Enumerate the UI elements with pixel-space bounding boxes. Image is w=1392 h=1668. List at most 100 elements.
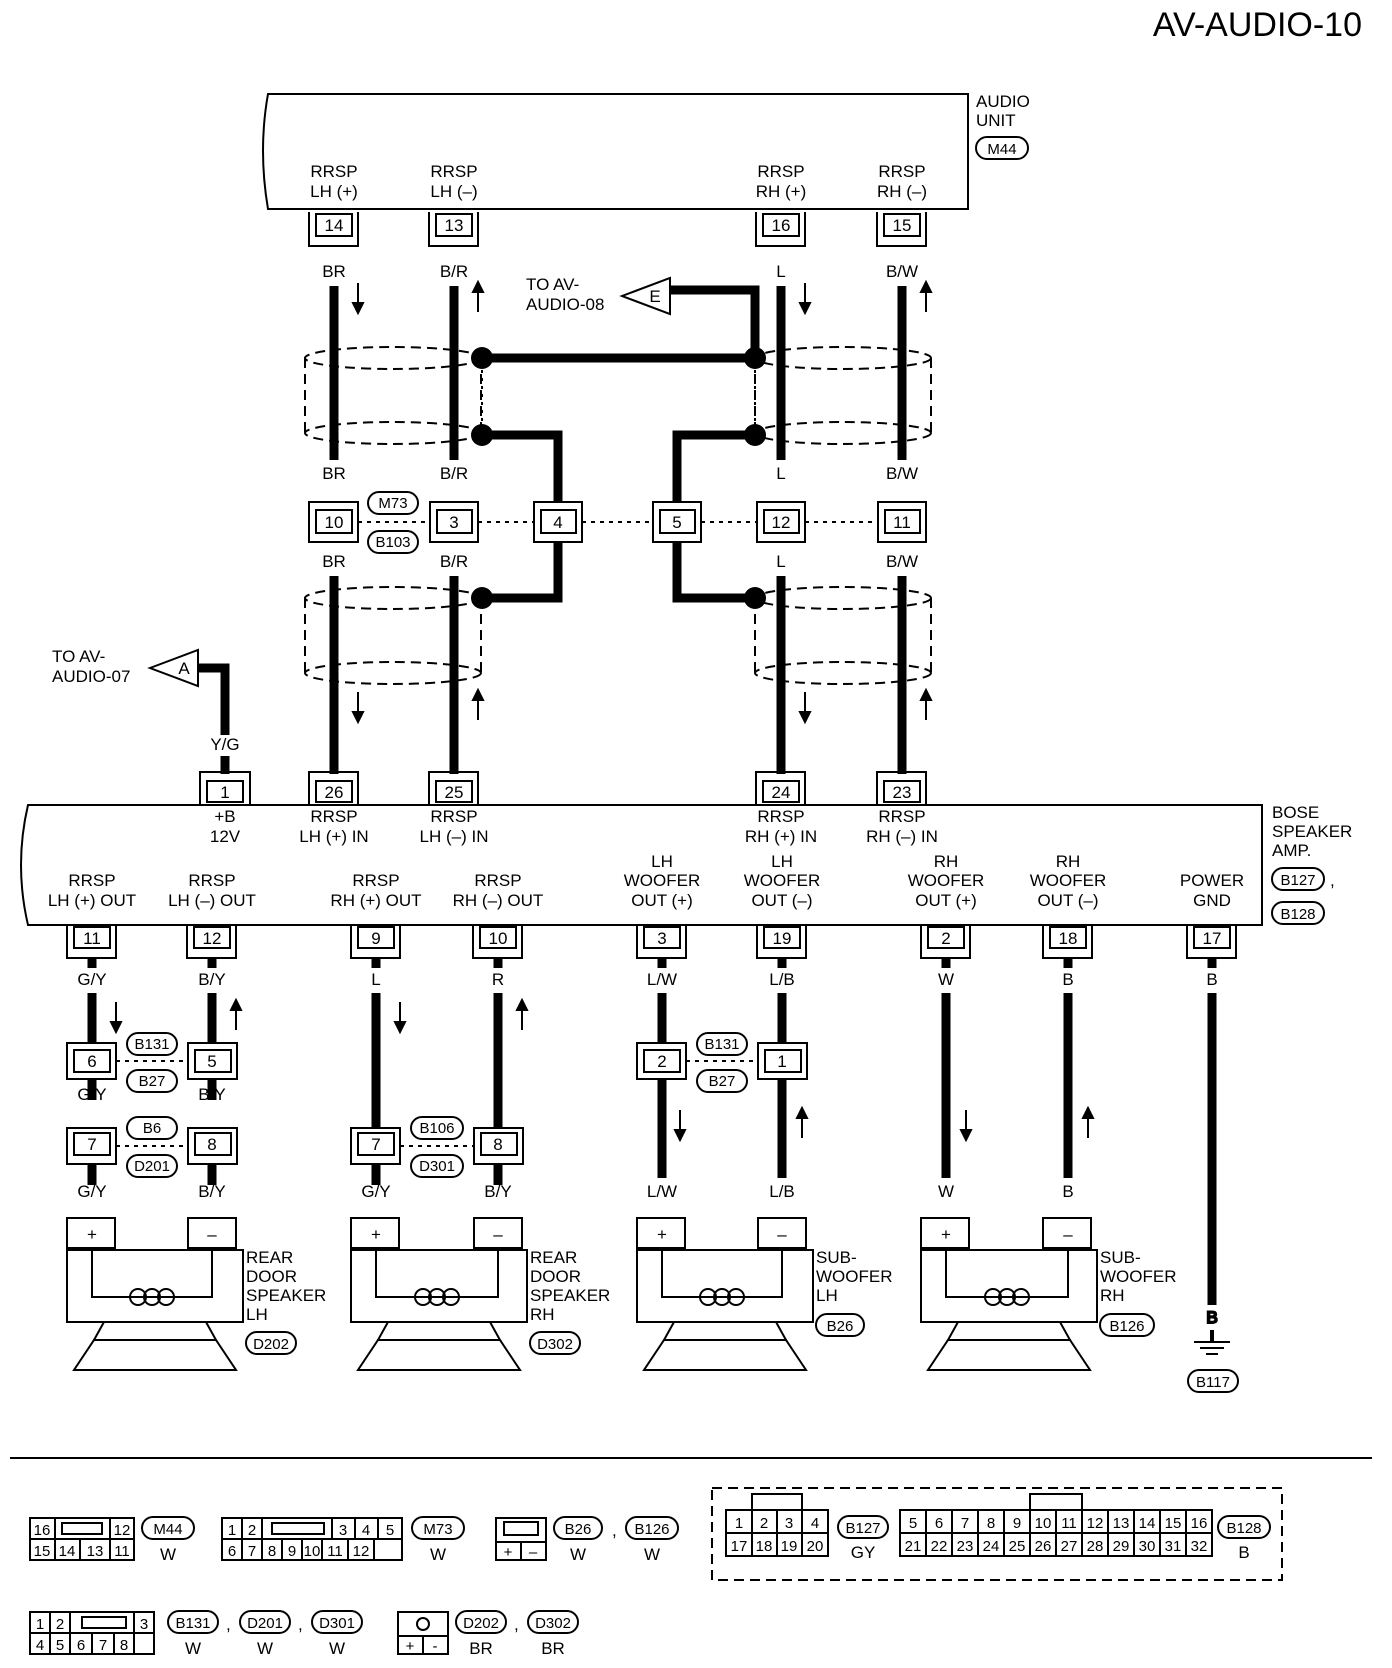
offpage-letter: E xyxy=(649,287,660,306)
amp-name: AMP. xyxy=(1272,841,1311,860)
legend-cell: 19 xyxy=(781,1538,798,1555)
wire-color: BR xyxy=(322,262,346,281)
wire-color: L xyxy=(776,464,785,483)
legend-cell: 6 xyxy=(935,1515,943,1532)
legend-cell: 16 xyxy=(1191,1515,1208,1532)
wire-color: L xyxy=(371,970,380,989)
pin-number: 14 xyxy=(325,216,344,235)
connector-color: W xyxy=(160,1545,176,1564)
connector-id: B6 xyxy=(143,1120,161,1137)
legend-m73 xyxy=(221,1516,465,1561)
speaker-name: DOOR xyxy=(246,1267,297,1286)
connector-id: B27 xyxy=(139,1073,166,1090)
svg-text:,: , xyxy=(226,1615,231,1634)
pin-number: 1 xyxy=(220,783,229,802)
wire-color: B/Y xyxy=(198,1085,225,1104)
pin-label: RH (–) IN xyxy=(866,827,938,846)
legend-cell: 13 xyxy=(1113,1515,1130,1532)
legend-cell: 9 xyxy=(288,1543,296,1560)
legend-cell: 12 xyxy=(1087,1515,1104,1532)
svg-text:,: , xyxy=(1330,871,1335,890)
speaker-rear-door-rh xyxy=(350,1217,528,1371)
pin-label: RH xyxy=(934,852,959,871)
legend-cell: 14 xyxy=(1139,1515,1156,1532)
wire-color: B/Y xyxy=(484,1182,511,1201)
legend-cell: 8 xyxy=(268,1543,276,1560)
legend-cell: 1 xyxy=(735,1515,743,1532)
pin-label: WOOFER xyxy=(744,871,821,890)
pin-label: GND xyxy=(1193,891,1231,910)
legend-cell: 29 xyxy=(1113,1538,1130,1555)
wire-color: B/W xyxy=(886,552,918,571)
svg-text:,: , xyxy=(514,1615,519,1634)
offpage-text: TO AV- xyxy=(526,275,579,294)
audio-unit-name: UNIT xyxy=(976,111,1016,130)
amp-top-labels: +B 12V RRSP LH (+) IN RRSP LH (–) IN RRS… xyxy=(210,807,938,846)
connector-id: B127 xyxy=(1280,872,1315,889)
inline-connector-b6-d201 xyxy=(66,1116,238,1178)
legend-cell: 21 xyxy=(905,1538,922,1555)
pin-label: OUT (–) xyxy=(1037,891,1098,910)
pin-number: 2 xyxy=(941,929,950,948)
inline-connector-b131-b27-woofer xyxy=(636,1032,808,1093)
legend-cell: 1 xyxy=(36,1616,44,1633)
pin-label: 12V xyxy=(210,827,241,846)
legend-cell: 32 xyxy=(1191,1538,1208,1555)
connector-id: B126 xyxy=(1109,1318,1144,1335)
pin-number: 18 xyxy=(1059,929,1078,948)
wire-color: B xyxy=(1206,1308,1217,1327)
pin-label: LH xyxy=(651,852,673,871)
speaker-name: DOOR xyxy=(530,1267,581,1286)
pin-label: RRSP xyxy=(352,871,399,890)
legend-cell: 4 xyxy=(362,1522,370,1539)
connector-id: D201 xyxy=(247,1615,283,1632)
connector-id: M73 xyxy=(378,495,407,512)
legend-cell: 14 xyxy=(59,1543,76,1560)
connector-id: B128 xyxy=(1280,906,1315,923)
pin-label: OUT (+) xyxy=(631,891,693,910)
legend-cell: + xyxy=(406,1638,415,1655)
legend-cell: 6 xyxy=(228,1543,236,1560)
svg-text:,: , xyxy=(298,1615,303,1634)
legend-cell: 5 xyxy=(909,1515,917,1532)
pin-number: 17 xyxy=(1203,929,1222,948)
pin-label: POWER xyxy=(1180,871,1244,890)
pin-label: RRSP xyxy=(878,162,925,181)
amp-name: BOSE xyxy=(1272,803,1319,822)
wire-color: L/W xyxy=(647,1182,677,1201)
speaker-rear-door-lh xyxy=(66,1217,244,1371)
connector-id: D301 xyxy=(319,1615,355,1632)
terminal-minus: – xyxy=(777,1225,787,1244)
pin-label: RRSP xyxy=(310,807,357,826)
connector-color: GY xyxy=(851,1543,876,1562)
connector-id: B26 xyxy=(827,1318,854,1335)
pin-label: RH (–) OUT xyxy=(453,891,544,910)
shield-drain-lower xyxy=(471,542,766,609)
pin-number: 15 xyxy=(893,216,912,235)
pin-number: 12 xyxy=(772,513,791,532)
amp-bottom-labels: RRSP LH (+) OUT RRSP LH (–) OUT RRSP RH … xyxy=(48,852,1244,910)
legend-m44-cells: 16 12 15 14 13 11 xyxy=(34,1522,131,1560)
legend-d202-d302 xyxy=(397,1610,579,1655)
pin-label: LH (–) OUT xyxy=(168,891,256,910)
connector-color: B xyxy=(1238,1543,1249,1562)
legend-cell: 25 xyxy=(1009,1538,1026,1555)
connector-id: M73 xyxy=(423,1521,452,1538)
pin-number: 7 xyxy=(371,1135,380,1154)
bose-speaker-amp: BOSE SPEAKER AMP. B127 , B128 xyxy=(20,803,1352,926)
wire-color: B xyxy=(1206,970,1217,989)
pin-number: 8 xyxy=(207,1135,216,1154)
pin-label: WOOFER xyxy=(908,871,985,890)
offpage-text: TO AV- xyxy=(52,647,105,666)
inline-connector-b131-b27 xyxy=(66,1032,238,1093)
legend-cell: 16 xyxy=(34,1522,51,1539)
pin-number: 16 xyxy=(772,216,791,235)
pin-number: 9 xyxy=(371,929,380,948)
pin-number: 1 xyxy=(777,1052,786,1071)
legend-cell: 7 xyxy=(248,1543,256,1560)
pin-number: 7 xyxy=(87,1135,96,1154)
svg-text:,: , xyxy=(612,1521,617,1540)
offpage-text: AUDIO-08 xyxy=(526,295,604,314)
offpage-letter: A xyxy=(178,659,190,678)
